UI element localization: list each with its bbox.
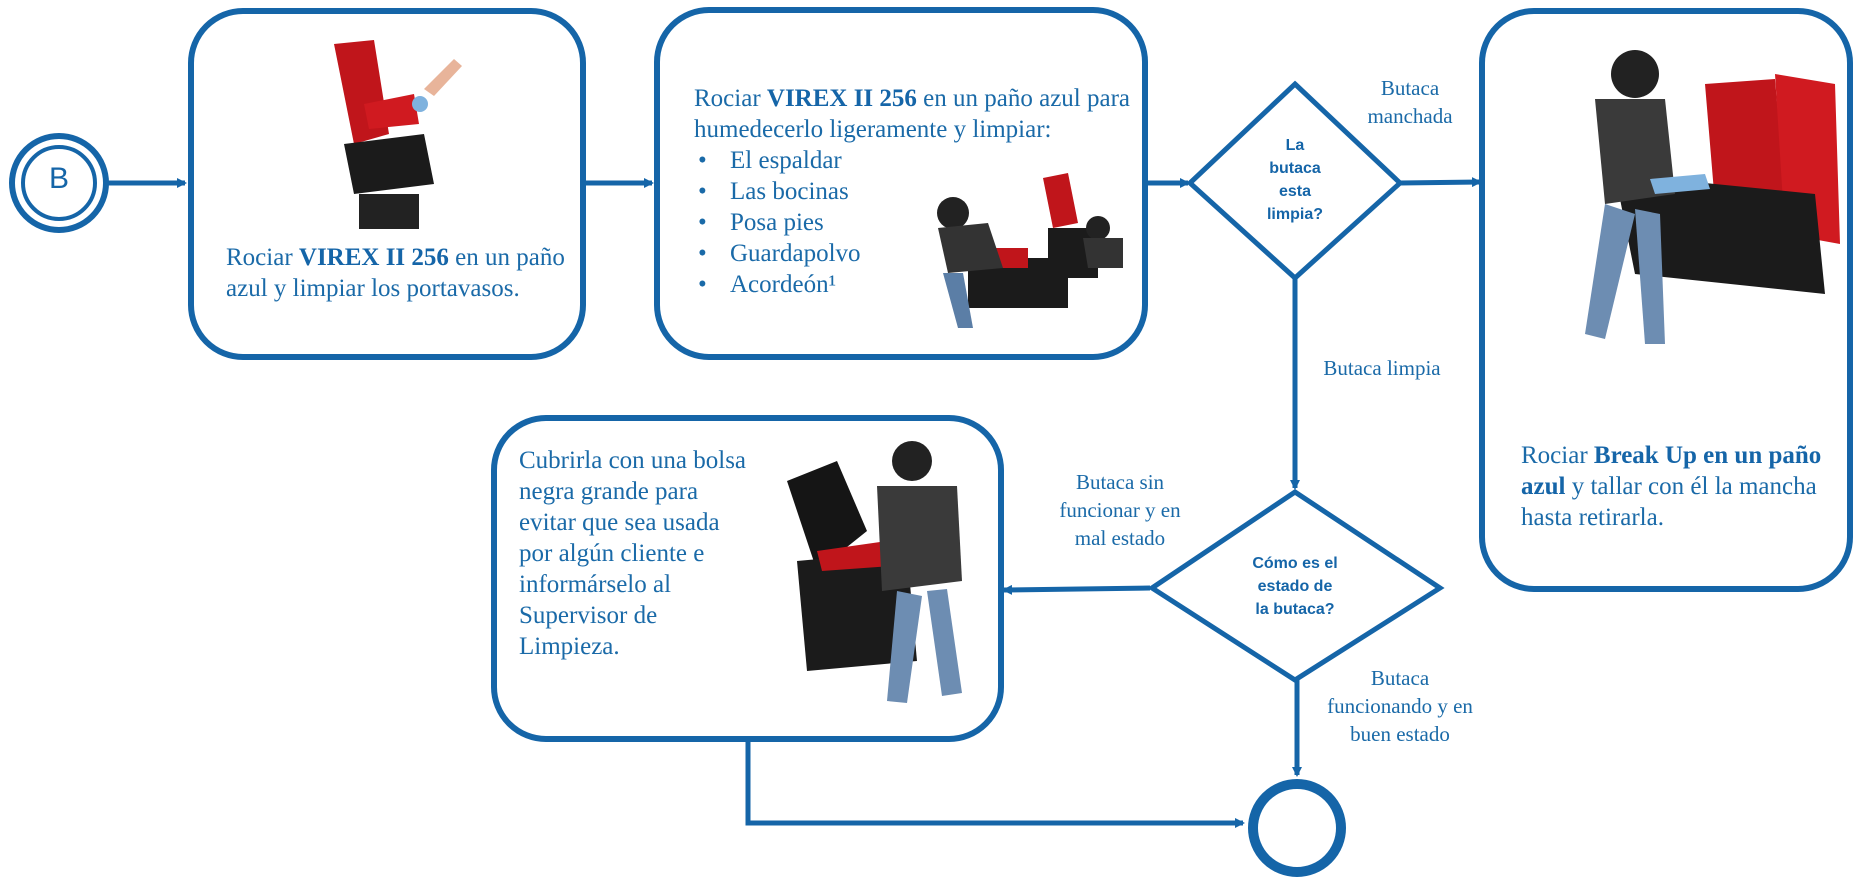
- label-line: manchada: [1367, 104, 1453, 128]
- label-line: Butaca sin: [1075, 470, 1165, 494]
- start-connector-inner: [21, 145, 97, 221]
- list-item: Las bocinas: [694, 176, 1134, 207]
- label-line: funcionar y en: [1059, 498, 1181, 522]
- cleaning-photo: [1585, 50, 1840, 344]
- cover-photo: [787, 441, 962, 703]
- end-circle-icon: [1248, 779, 1346, 877]
- seat-photo: [334, 40, 462, 229]
- list-item: El espaldar: [694, 145, 1134, 176]
- decision-clean-line: butaca: [1269, 160, 1321, 177]
- step1-text: Rociar VIREX II 256 en un paño azul y li…: [226, 244, 565, 302]
- label-broken: Butaca sin funcionar y en mal estado: [1040, 468, 1200, 552]
- decision-clean-line: esta: [1278, 183, 1312, 200]
- list-item: Acordeón¹: [694, 269, 1134, 300]
- step2-text: Rociar VIREX II 256 en un paño azul para…: [694, 83, 1134, 300]
- step2-list: El espaldar Las bocinas Posa pies Guarda…: [694, 145, 1134, 300]
- step3-text: Rociar Break Up en un paño azul y tallar…: [1521, 442, 1822, 531]
- start-connector-label: B: [48, 162, 69, 195]
- arrow-decision2-to-step4: [1002, 584, 1151, 595]
- label-stained: Butaca manchada: [1335, 74, 1485, 130]
- list-item: Guardapolvo: [694, 238, 1134, 269]
- decision-state-line: la butaca?: [1255, 601, 1335, 618]
- step4-text: Cubrirla con una bolsa negra grande para…: [519, 447, 747, 660]
- step3-box: Rociar Break Up en un paño azul y tallar…: [1479, 8, 1853, 592]
- label-line: Butaca: [1380, 76, 1440, 100]
- label-line: buen estado: [1350, 722, 1450, 746]
- decision-clean-line: La: [1285, 137, 1305, 154]
- label-line: funcionando y en: [1327, 694, 1473, 718]
- decision-state-line: Cómo es el: [1252, 555, 1338, 572]
- decision-state: [1147, 488, 1445, 683]
- label-line: mal estado: [1074, 526, 1166, 550]
- label-clean: Butaca limpia: [1323, 356, 1441, 380]
- decision-clean: [1186, 80, 1404, 282]
- step1-box: Rociar VIREX II 256 en un paño azul y li…: [188, 8, 586, 360]
- step4-box: Cubrirla con una bolsa negra grande para…: [491, 415, 1004, 742]
- label-ok: Butaca funcionando y en buen estado: [1310, 664, 1490, 748]
- decision-clean-text: La butaca esta limpia?: [1245, 134, 1345, 226]
- step2-box: Rociar VIREX II 256 en un paño azul para…: [654, 7, 1148, 360]
- decision-state-text: Cómo es el estado de la butaca?: [1225, 552, 1365, 621]
- arrow-decision1-to-step3: [1399, 177, 1482, 188]
- cleaning-photo: [937, 173, 1123, 328]
- arrow-step4-to-end: [745, 740, 1245, 828]
- decision-clean-line: limpia?: [1266, 206, 1323, 223]
- label-line: Butaca: [1370, 666, 1430, 690]
- list-item: Posa pies: [694, 207, 1134, 238]
- decision-state-line: estado de: [1257, 578, 1333, 595]
